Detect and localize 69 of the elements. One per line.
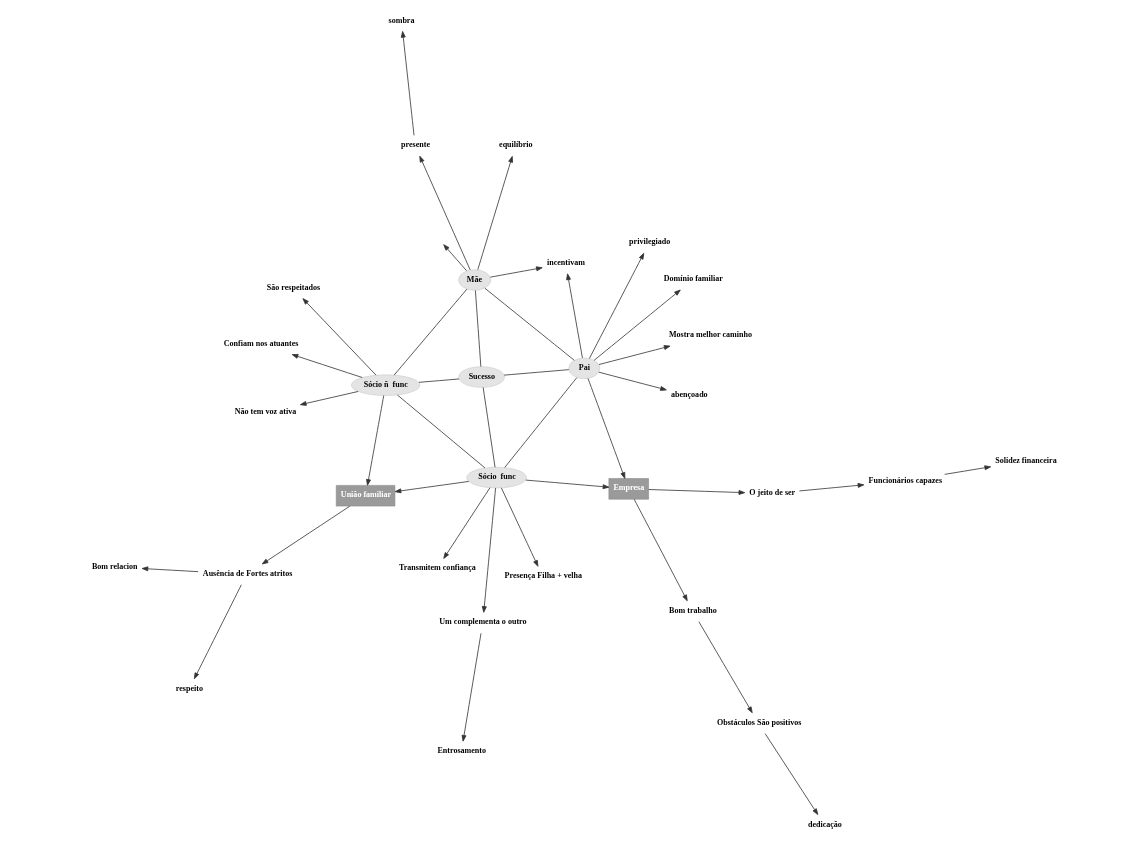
node-text: Confiam nos atuantes — [223, 338, 299, 348]
connector — [503, 369, 570, 376]
node-text: privilegiado — [629, 237, 671, 247]
arrow — [443, 244, 468, 272]
arrow — [481, 487, 496, 613]
node-box: Empresa — [608, 478, 649, 500]
node-text: sombra — [388, 15, 415, 25]
connector — [475, 290, 482, 368]
arrow — [291, 354, 363, 378]
connector — [484, 287, 575, 361]
node-text: Não tem voz ativa — [234, 407, 297, 417]
arrow — [944, 465, 992, 475]
node-ellipse: Sócio func — [466, 466, 527, 489]
arrow — [764, 733, 819, 815]
arrow — [593, 289, 681, 361]
node-text: Solidez financeira — [995, 455, 1057, 465]
arrow — [141, 566, 199, 573]
connector — [504, 377, 578, 468]
arrow — [598, 371, 667, 391]
arrow — [366, 395, 385, 486]
arrow — [461, 633, 482, 742]
arrow — [193, 584, 242, 680]
node-text: equilíbrio — [499, 140, 533, 150]
node-text: Presença Filha + velha — [504, 571, 583, 581]
node-text: Mostra melhor caminho — [668, 330, 752, 340]
arrow — [598, 345, 671, 365]
node-text: Ausência de Fortes atritos — [202, 568, 293, 578]
node-text: Obstáculos São positivos — [716, 717, 802, 727]
arrow — [566, 273, 583, 359]
arrow — [799, 482, 865, 492]
node-box: União familiar — [335, 485, 396, 507]
arrow — [299, 391, 359, 406]
node-text: Domínio familiar — [663, 274, 723, 284]
node-text: respeito — [175, 683, 203, 693]
arrow — [489, 266, 543, 278]
node-text: Bom trabalho — [669, 605, 717, 615]
node-text: Bom relacion — [91, 561, 138, 571]
node-text: abençoado — [670, 390, 708, 400]
arrow — [400, 31, 415, 136]
node-ellipse: Sócio ñ func — [351, 374, 421, 396]
node-ellipse: Mãe — [458, 269, 491, 291]
node-text: O jeito de ser — [749, 488, 796, 498]
node-text: Funcionários capazes — [868, 475, 943, 485]
arrow — [525, 479, 610, 490]
connector — [397, 394, 486, 469]
node-text: dedicação — [807, 819, 842, 829]
node-text: Entrosamento — [437, 746, 487, 756]
connector — [482, 387, 496, 468]
node-text: incentivam — [546, 258, 585, 268]
arrow — [698, 621, 753, 714]
arrow — [419, 155, 471, 271]
node-text: presente — [401, 140, 430, 150]
arrow — [261, 505, 351, 565]
arrow — [648, 489, 746, 495]
node-text: Transmitem confiança — [398, 563, 476, 573]
arrow — [443, 487, 491, 559]
node-text: São respeitados — [266, 282, 321, 292]
arrow — [477, 156, 513, 271]
arrow — [588, 252, 645, 359]
arrow — [500, 487, 539, 567]
arrow — [633, 498, 688, 602]
node-ellipse: Sucesso — [458, 366, 505, 388]
connector — [393, 288, 468, 376]
arrow — [587, 378, 626, 479]
arrow — [302, 298, 377, 376]
connector — [418, 378, 460, 383]
node-text: Um complementa o outro — [439, 617, 527, 627]
node-ellipse: Pai — [568, 357, 601, 379]
arrow — [394, 481, 470, 494]
